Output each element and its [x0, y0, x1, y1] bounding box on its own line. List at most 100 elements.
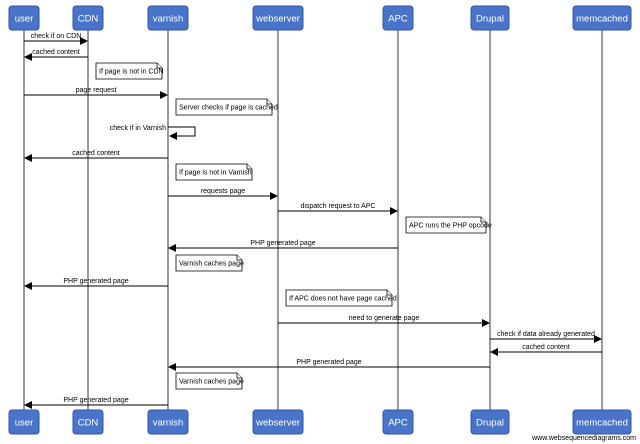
message: check if data already generated [490, 331, 602, 343]
self-message-arrow [168, 126, 196, 140]
note-box [175, 98, 273, 116]
message: PHP generated page [24, 278, 168, 290]
participant-varnish-top: varnish [147, 5, 189, 31]
note-box [175, 254, 243, 272]
participant-label: memcached [576, 418, 628, 429]
participant-label: user [15, 14, 33, 25]
participant-label: webserver [255, 418, 300, 429]
note-text: Varnish caches page [179, 379, 244, 386]
participant-label: Drupal [476, 14, 504, 25]
message-label: need to generate page [349, 315, 420, 322]
note-box [175, 372, 243, 390]
message-label: dispatch request to APC [300, 203, 375, 210]
participant-label: Drupal [476, 418, 504, 429]
message: dispatch request to APC [278, 203, 398, 215]
participant-memcached-bottom: memcached [572, 409, 632, 435]
participant-label: varnish [153, 14, 184, 25]
note: If APC does not have page cached [285, 289, 397, 307]
participant-label: webserver [255, 14, 300, 25]
note-text: If page is not in Varnish [179, 170, 252, 177]
message: page request [24, 87, 168, 99]
message: check if in Varnish [110, 125, 196, 140]
participant-box [72, 5, 104, 31]
message: cached content [490, 344, 602, 356]
note-text: Varnish caches page [179, 261, 244, 268]
message-label: cached content [72, 150, 120, 157]
participant-box [147, 409, 189, 435]
participant-box [382, 5, 414, 31]
note-fold [386, 290, 392, 296]
participant-memcached-top: memcached [572, 5, 632, 31]
participant-webserver-top: webserver [252, 5, 304, 31]
note-fold [266, 99, 272, 105]
participant-drupal-top: Drupal [470, 5, 510, 31]
diagram-steps: check if on CDN cached content If page is … [24, 33, 602, 409]
participant-label: APC [388, 14, 408, 25]
note-box [405, 216, 487, 234]
note: Varnish caches page [175, 372, 244, 390]
participant-label: varnish [153, 418, 184, 429]
message-label: page request [76, 87, 117, 94]
participant-box [8, 409, 40, 435]
participant-footer-row: user CDN varnish webserver APC Drupal memcache… [8, 409, 632, 435]
participant-box [252, 409, 304, 435]
note: If page is not in CDN [95, 62, 164, 80]
participant-box [572, 5, 632, 31]
message: PHP generated page [24, 397, 168, 409]
message: check if on CDN [24, 33, 88, 45]
message-label: cached content [522, 344, 570, 351]
participant-apc-top: APC [382, 5, 414, 31]
message-label: PHP generated page [250, 240, 315, 247]
participant-label: APC [388, 418, 408, 429]
note-fold [156, 63, 162, 69]
note-box [175, 163, 253, 181]
message-label: cached content [32, 49, 80, 56]
participant-varnish-bottom: varnish [147, 409, 189, 435]
message-label: check if in Varnish [110, 125, 166, 132]
participant-cdn-top: CDN [72, 5, 104, 31]
participant-label: CDN [78, 14, 99, 25]
note-text: If APC does not have page cached [289, 296, 397, 303]
message: PHP generated page [168, 240, 398, 252]
message: PHP generated page [168, 359, 490, 371]
participant-box [470, 409, 510, 435]
credit-text: www.websequencediagrams.com [531, 435, 636, 442]
message-label: check if data already generated [497, 331, 595, 338]
participant-box [470, 5, 510, 31]
participant-label: user [15, 418, 33, 429]
note: APC runs the PHP opcode [405, 216, 492, 234]
note: Server checks if page is cached [175, 98, 278, 116]
message: requests page [168, 188, 278, 200]
message-label: PHP generated page [63, 397, 128, 404]
participant-drupal-bottom: Drupal [470, 409, 510, 435]
note-text: Server checks if page is cached [179, 105, 278, 112]
participant-apc-bottom: APC [382, 409, 414, 435]
note: If page is not in Varnish [175, 163, 253, 181]
note-text: APC runs the PHP opcode [409, 223, 492, 230]
message-label: PHP generated page [63, 278, 128, 285]
message-label: requests page [201, 188, 245, 195]
participant-webserver-bottom: webserver [252, 409, 304, 435]
participant-label: CDN [78, 418, 99, 429]
lifelines [23, 30, 603, 410]
note-fold [246, 164, 252, 170]
participant-box [382, 409, 414, 435]
participant-label: memcached [576, 14, 628, 25]
message-label: PHP generated page [296, 359, 361, 366]
note: Varnish caches page [175, 254, 244, 272]
message: need to generate page [278, 315, 490, 327]
participant-user-top: user [8, 5, 40, 31]
message-label: check if on CDN [31, 33, 82, 40]
participant-box [252, 5, 304, 31]
participant-header-row: user CDN varnish webserver APC Drupal memcache… [8, 5, 632, 31]
note-box [95, 62, 163, 80]
participant-box [147, 5, 189, 31]
note-fold [236, 373, 242, 379]
note-fold [236, 255, 242, 261]
participant-cdn-bottom: CDN [72, 409, 104, 435]
participant-user-bottom: user [8, 409, 40, 435]
message: cached content [24, 49, 88, 61]
note-box [285, 289, 393, 307]
message: cached content [24, 150, 168, 162]
